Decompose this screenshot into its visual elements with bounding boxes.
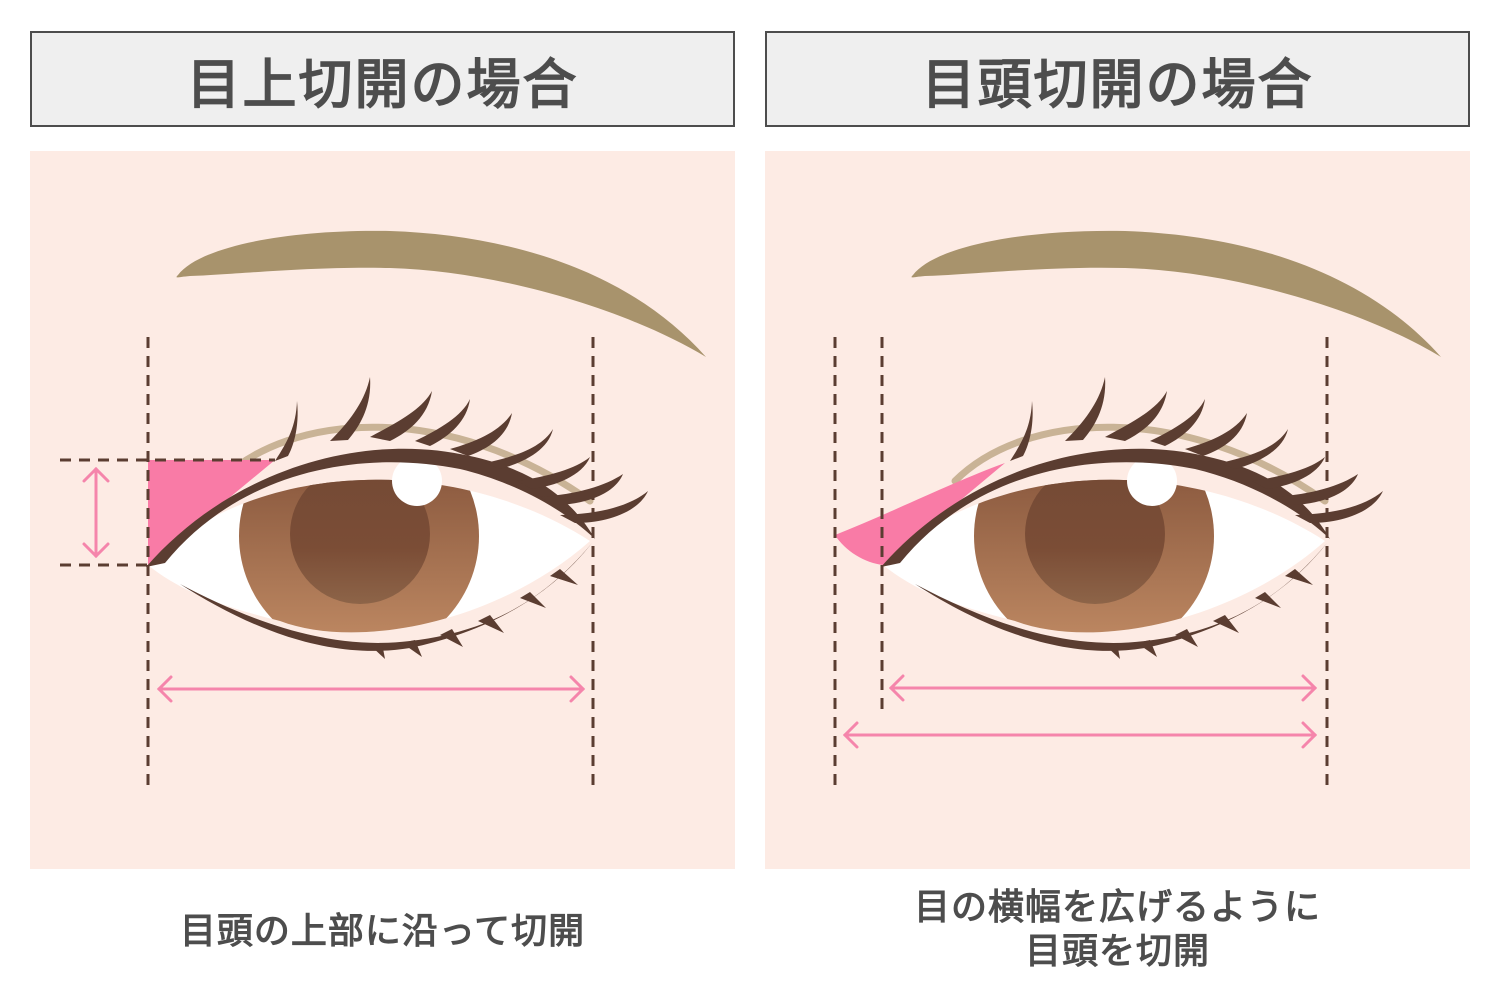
left-title-box: 目上切開の場合: [30, 31, 735, 127]
right-title: 目頭切開の場合: [921, 52, 1314, 116]
right-caption: 目の横幅を広げるように 目頭を切開: [765, 886, 1470, 974]
lid-crease: [216, 423, 594, 505]
highlight: [392, 456, 442, 506]
guide-lines: [833, 337, 1329, 791]
pupil: [290, 479, 430, 604]
left-illustration-panel: [30, 151, 735, 869]
upper-lashes: [1010, 377, 1383, 523]
left-eye-illustration: [60, 230, 706, 791]
right-illustration-panel: [765, 151, 1470, 869]
widened-width-arrow: [842, 721, 1318, 749]
highlight: [1127, 456, 1177, 506]
upper-lashes: [275, 377, 648, 523]
right-title-box: 目頭切開の場合: [765, 31, 1470, 127]
right-caption-line-1: 目の横幅を広げるように: [913, 887, 1321, 928]
lid-crease: [951, 423, 1329, 505]
right-eye-illustration: [833, 230, 1441, 791]
guide-lines: [60, 337, 595, 791]
right-caption-line-2: 目頭を切開: [1024, 931, 1210, 972]
eyebrow: [176, 230, 706, 357]
original-width-arrow: [888, 674, 1318, 702]
left-caption: 目頭の上部に沿って切開: [30, 910, 735, 954]
left-title: 目上切開の場合: [186, 52, 579, 116]
lower-lashes: [370, 569, 578, 659]
eyebrow: [911, 230, 1441, 357]
height-arrow: [82, 466, 110, 559]
width-arrow: [156, 675, 586, 703]
left-caption-text: 目頭の上部に沿って切開: [179, 911, 586, 952]
lower-lashes: [1105, 569, 1313, 659]
pupil: [1025, 479, 1165, 604]
incision-region: [835, 463, 1005, 565]
